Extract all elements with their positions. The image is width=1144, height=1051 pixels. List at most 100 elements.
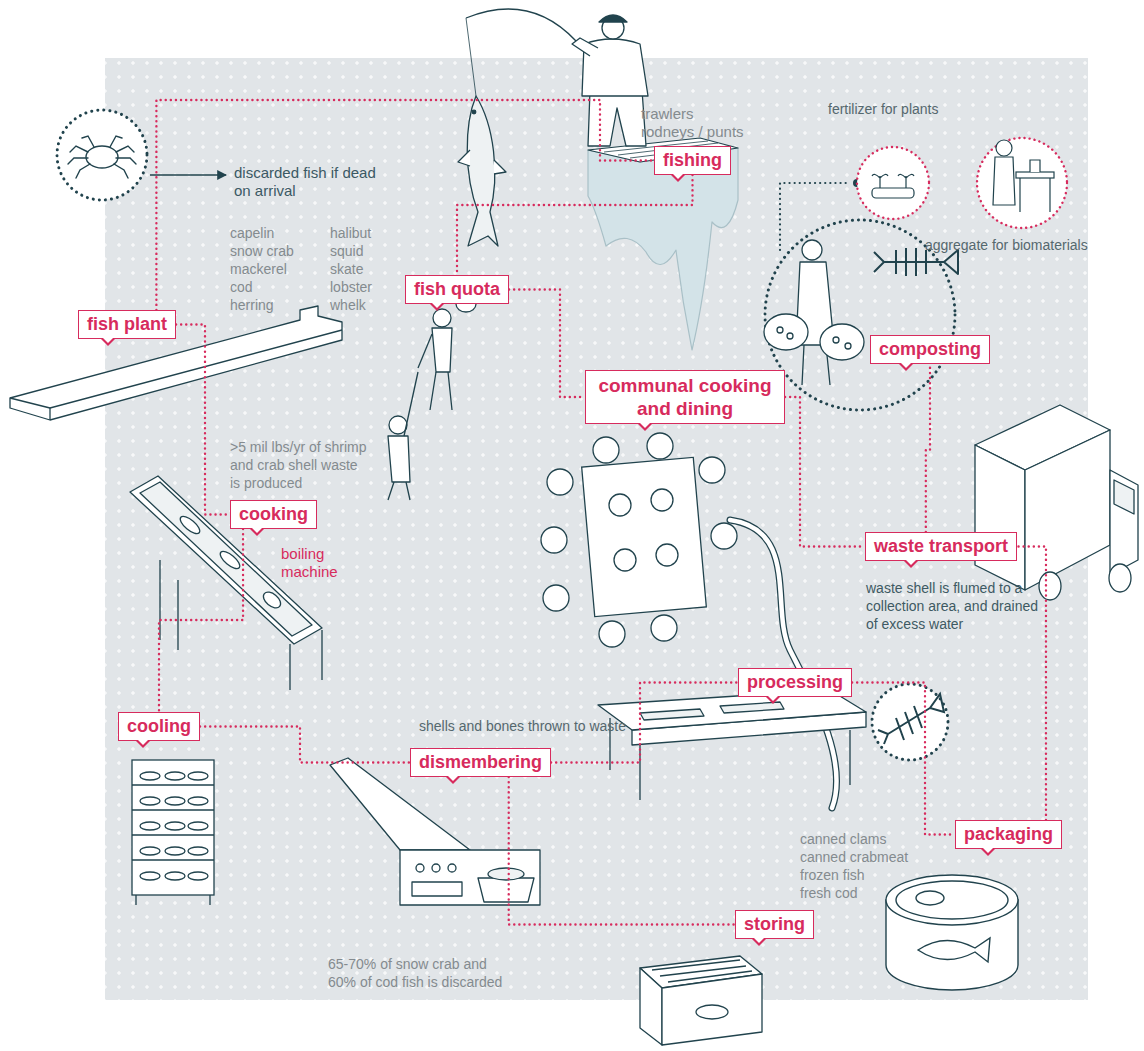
truck-part (1025, 430, 1110, 590)
storage-crate-part (696, 1005, 728, 1019)
cooling-shelf-part (132, 760, 214, 895)
annotation-text: squid (330, 242, 363, 260)
quota-figures-part (404, 372, 418, 436)
dining-table-part (593, 437, 619, 463)
compost-leader-part (780, 183, 850, 250)
crab-circle-part-part (86, 146, 118, 168)
callout-heading: fish quota (414, 279, 500, 299)
truck-part (1114, 480, 1134, 514)
annotation-text: cod (230, 278, 253, 296)
biomaterials-circle-part-part (1016, 172, 1054, 178)
hose (730, 520, 837, 808)
annotation-text: fresh cod (800, 884, 858, 902)
callout-heading: processing (747, 672, 843, 692)
biomaterials-circle-part-part (1030, 160, 1040, 172)
biomaterials-circle-part (977, 138, 1067, 228)
ice-pedestal (588, 138, 738, 350)
cooling-shelf-part (140, 872, 160, 880)
composting-circle-part-part (764, 314, 808, 350)
stage-callout: composting (870, 335, 990, 364)
biomaterials-circle (977, 138, 1067, 228)
biomaterials-circle-part (993, 140, 1054, 212)
callout-heading: cooking (239, 504, 308, 524)
flow-connector (509, 290, 585, 398)
composting-circle-part-part (845, 343, 851, 349)
annotation-text: whelk (330, 296, 366, 314)
fertilizer-circle (857, 147, 929, 219)
background-panel (105, 58, 1088, 1000)
dining-table-part (599, 621, 625, 647)
stage-callout: packaging (955, 820, 1062, 849)
dismembering-machine-part (488, 868, 524, 880)
fish-icon-circle-part (872, 684, 948, 760)
callout-heading: packaging (964, 824, 1053, 844)
dining-table-part (547, 469, 573, 495)
crab-circle-part-part (68, 146, 136, 178)
cooling-shelf-part (140, 822, 160, 830)
annotation-text: snow crab (230, 242, 294, 260)
annotation-text: 65-70% of snow crab and 60% of cod fish … (328, 955, 518, 991)
callout-heading: fish plant (87, 314, 167, 334)
annotation-text: herring (230, 296, 274, 314)
leader-arrow (150, 174, 226, 175)
stage-callout: fishingtrawlers rodneys / punts (654, 146, 731, 175)
crab-circle-part (57, 110, 147, 200)
storage-crate-part (662, 974, 762, 1045)
dining-table-part (543, 585, 569, 611)
stage-callout: cookingboiling machine (230, 500, 317, 529)
quota-figures-part (388, 436, 410, 482)
callout-note: waste shell is flumed to a collection ar… (866, 579, 1041, 633)
cooling-shelf-part (188, 797, 208, 805)
dismembering-machine-part (412, 882, 462, 896)
composting-circle-part-part (820, 324, 864, 360)
annotation-text: mackerel (230, 260, 287, 278)
boiling-conveyor-part (218, 548, 243, 571)
background-panel-part (105, 58, 1088, 1000)
fish-plant-building-part (10, 306, 342, 420)
processing-conveyor (598, 690, 866, 800)
cooling-shelf-part (140, 797, 160, 805)
fisherman-figure (466, 9, 648, 146)
stage-callout: waste transportwaste shell is flumed to … (865, 532, 1017, 561)
storage-crate (640, 956, 762, 1045)
cooling-shelf-part (165, 847, 185, 855)
dismembering-machine-part (448, 864, 456, 872)
cooling-shelf (132, 760, 214, 905)
stage-callout: cooling (118, 712, 200, 741)
callout-heading: waste transport (874, 536, 1008, 556)
dining-table-part (651, 489, 673, 511)
fish-can-part (916, 891, 944, 905)
boiling-conveyor-part (260, 589, 283, 611)
biomaterials-circle-part-part (993, 157, 1015, 205)
composting-circle-part-part (777, 327, 783, 333)
fisherman-figure-part (466, 9, 576, 41)
quota-figures-part (432, 328, 452, 372)
processing-conveyor-part (640, 702, 784, 720)
flow-connector (926, 364, 930, 532)
callout-heading: fishing (663, 150, 722, 170)
caught-fish (458, 96, 506, 246)
fish-can-part (918, 938, 990, 962)
dining-table-part (609, 494, 631, 516)
annotation-text: discarded fish if dead on arrival (234, 164, 384, 200)
background-panel-part (105, 58, 1088, 1000)
composting-circle-part-part (787, 333, 793, 339)
dining-table (541, 433, 737, 647)
flow-connector (852, 683, 955, 835)
crab-circle-part-part (82, 136, 122, 147)
stage-callout: fish plant (78, 310, 176, 339)
quota-figures-part (418, 334, 432, 368)
cooling-shelf-part (165, 772, 185, 780)
annotation-text: >5 mil lbs/yr of shrimp and crab shell w… (230, 438, 370, 492)
stage-callout: processing (738, 668, 852, 697)
cooling-shelf-part (165, 822, 185, 830)
dismembering-machine-part (478, 878, 534, 902)
callout-heading: cooling (127, 716, 191, 736)
caught-fish-part (467, 96, 498, 246)
flow-connector (457, 175, 693, 275)
fertilizer-circle-part-part (872, 188, 914, 198)
storage-crate-part (640, 968, 662, 1045)
